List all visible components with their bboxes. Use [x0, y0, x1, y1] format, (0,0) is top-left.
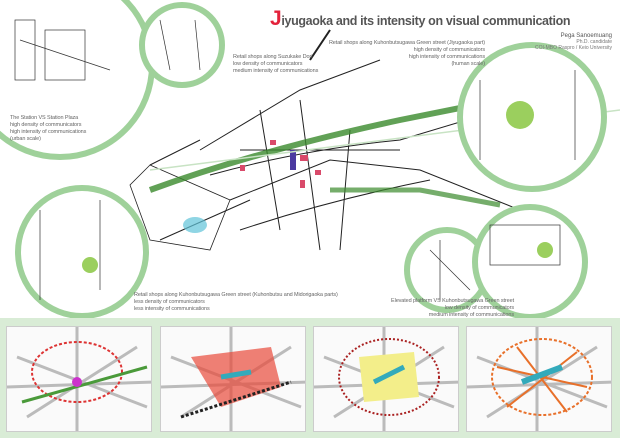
- page-title: Jiyugaoka and its intensity on visual co…: [270, 7, 571, 30]
- detail-circles: [0, 0, 607, 320]
- caption-kuhonbutsu-part: Retail shops along Kuhonbutsugawa Green …: [134, 292, 338, 312]
- analysis-map-2: [160, 326, 306, 432]
- analysis-map-3: [313, 326, 459, 432]
- green-street: [148, 97, 501, 193]
- caption-jiyugaoka-part: Retail shops along Kuhonbutsugawa Green …: [328, 40, 485, 67]
- caption-elevated: Elevated platform VS Kuhonbutsugawa Gree…: [391, 298, 514, 318]
- analysis-map-1: [6, 326, 152, 432]
- analysis-map-4: [466, 326, 612, 432]
